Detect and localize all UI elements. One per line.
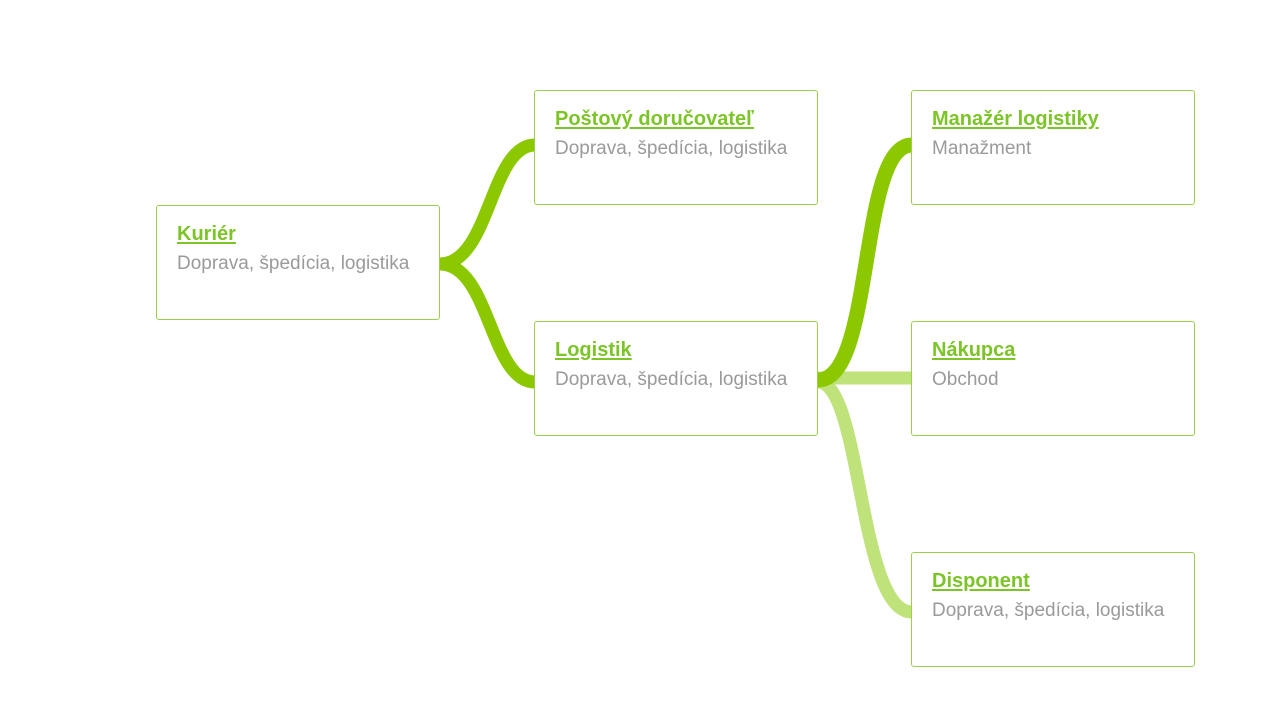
node-title-link[interactable]: Nákupca: [932, 339, 1016, 361]
node-category: Doprava, špedícia, logistika: [555, 138, 788, 159]
node-title-link[interactable]: Disponent: [932, 570, 1030, 592]
node-category: Manažment: [932, 138, 1032, 159]
link-logistik-manazer: [810, 137, 920, 388]
career-node-disponent[interactable]: Disponent Doprava, špedícia, logistika: [911, 552, 1195, 667]
node-category: Doprava, špedícia, logistika: [555, 369, 788, 390]
career-node-postovy-dorucovatel[interactable]: Poštový doručovateľ Doprava, špedícia, l…: [534, 90, 818, 205]
link-kurier-logistik: [433, 257, 542, 389]
career-node-manazer-logistiky[interactable]: Manažér logistiky Manažment: [911, 90, 1195, 205]
link-kurier-postovy: [433, 138, 542, 271]
career-node-kurier[interactable]: Kuriér Doprava, špedícia, logistika: [156, 205, 440, 320]
node-title-link[interactable]: Kuriér: [177, 223, 236, 245]
node-title-link[interactable]: Manažér logistiky: [932, 108, 1099, 130]
career-node-logistik[interactable]: Logistik Doprava, špedícia, logistika: [534, 321, 818, 436]
link-logistik-disponent: [811, 375, 919, 619]
node-title-link[interactable]: Poštový doručovateľ: [555, 108, 754, 130]
node-category: Obchod: [932, 369, 999, 390]
node-title-link[interactable]: Logistik: [555, 339, 632, 361]
node-category: Doprava, špedícia, logistika: [932, 600, 1165, 621]
career-node-nakupca[interactable]: Nákupca Obchod: [911, 321, 1195, 436]
node-category: Doprava, špedícia, logistika: [177, 253, 410, 274]
